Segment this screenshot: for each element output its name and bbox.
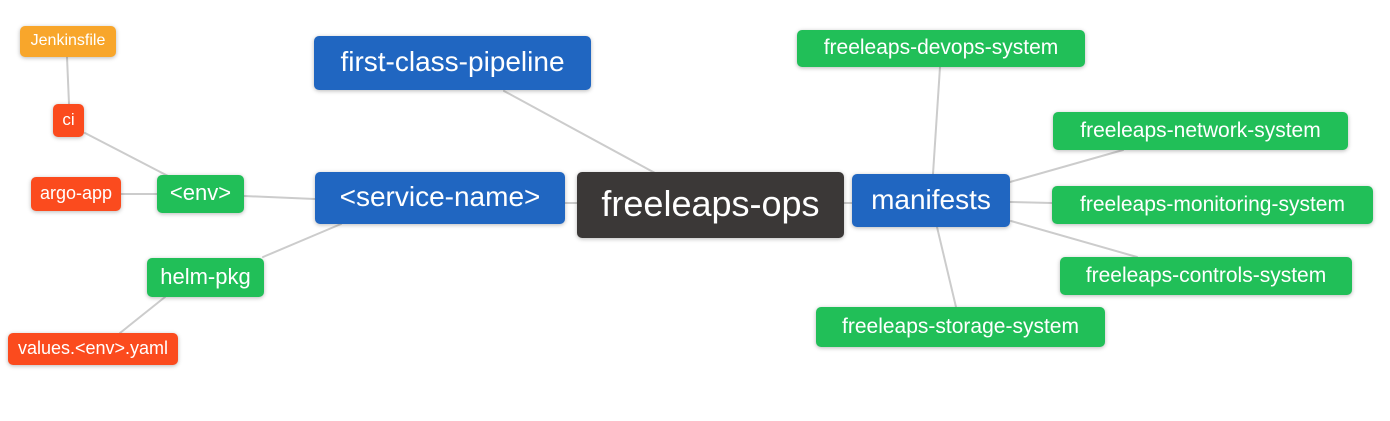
- edge-manifests-devops-system: [932, 66, 941, 175]
- node-manifests[interactable]: manifests: [852, 174, 1010, 227]
- node-freeleaps-ops[interactable]: freeleaps-ops: [577, 172, 844, 238]
- node-argo-app[interactable]: argo-app: [31, 177, 121, 211]
- edge-helm-pkg-service-name: [262, 223, 342, 258]
- node-values-env-yaml[interactable]: values.<env>.yaml: [8, 333, 178, 365]
- node-service-name[interactable]: <service-name>: [315, 172, 565, 224]
- edge-jenkinsfile-ci: [66, 56, 70, 105]
- edge-first-class-pipeline-freeleaps-ops: [503, 90, 656, 174]
- edge-manifests-controls-system: [1010, 220, 1138, 258]
- edge-manifests-monitoring-system: [1009, 201, 1053, 204]
- node-ci[interactable]: ci: [53, 104, 84, 137]
- node-network-system[interactable]: freeleaps-network-system: [1053, 112, 1348, 150]
- node-helm-pkg[interactable]: helm-pkg: [147, 258, 264, 297]
- node-controls-system[interactable]: freeleaps-controls-system: [1060, 257, 1352, 295]
- node-storage-system[interactable]: freeleaps-storage-system: [816, 307, 1105, 347]
- edge-env-service-name: [243, 195, 316, 200]
- node-devops-system[interactable]: freeleaps-devops-system: [797, 30, 1085, 67]
- node-jenkinsfile[interactable]: Jenkinsfile: [20, 26, 116, 57]
- node-monitoring-system[interactable]: freeleaps-monitoring-system: [1052, 186, 1373, 224]
- node-first-class-pipeline[interactable]: first-class-pipeline: [314, 36, 591, 90]
- edge-manifests-storage-system: [936, 226, 957, 308]
- edge-values-env-yaml-helm-pkg: [119, 296, 166, 334]
- edge-manifests-network-system: [1009, 149, 1124, 183]
- edge-ci-env: [84, 132, 169, 177]
- node-env[interactable]: <env>: [157, 175, 244, 213]
